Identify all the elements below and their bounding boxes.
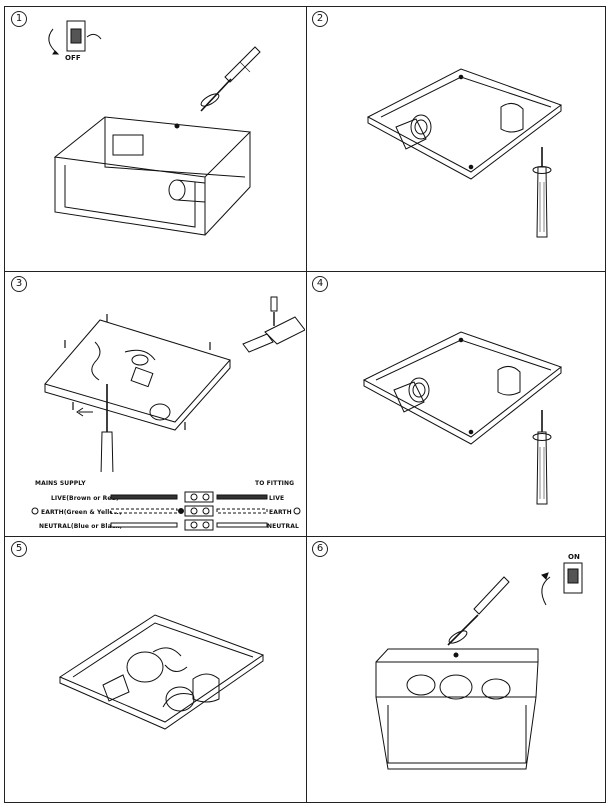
step-3-number: 3 <box>11 276 27 292</box>
base-plate <box>362 331 563 445</box>
step-4-panel: 4 <box>306 272 606 536</box>
rotate-arrow-icon <box>152 647 182 657</box>
step-4-illustration <box>362 331 563 505</box>
wiring-row-earth-left: EARTH(Green & Yellow) <box>41 509 123 516</box>
live-wire <box>110 494 178 500</box>
earth-symbol-icon <box>293 507 301 515</box>
screwdriver-icon <box>536 410 548 505</box>
turn-off-arrow-icon <box>48 28 58 54</box>
rotate-arrow-icon <box>532 166 552 174</box>
to-fitting-heading: TO FITTING <box>255 480 295 487</box>
rotate-arrow-icon <box>448 630 468 644</box>
wiring-row-neutral-right: NEUTRAL <box>267 523 299 530</box>
mains-supply-heading: MAINS SUPPLY <box>35 480 86 487</box>
panel-divider-vertical <box>306 7 307 802</box>
base-plate <box>58 614 265 730</box>
wiring-row-earth-right: EARTH <box>269 509 292 516</box>
lamp-holder-right <box>500 103 524 133</box>
on-label: ON <box>568 553 581 561</box>
ceiling-fixture <box>53 116 252 236</box>
screwdriver-icon <box>100 384 114 472</box>
arrow-icon <box>76 407 93 417</box>
panel-divider-horizontal-2 <box>5 536 605 537</box>
step-3-illustration <box>44 296 305 472</box>
earth-wire <box>110 508 178 514</box>
terminal-earth <box>184 505 214 517</box>
instruction-sheet: 1 <box>4 6 606 803</box>
terminal-live <box>184 491 214 503</box>
lamp-holder-left <box>395 114 432 150</box>
neutral-wire <box>110 522 178 528</box>
turn-on-arrow-icon <box>541 576 551 606</box>
wiring-row-neutral-left: NEUTRAL(Blue or Black) <box>39 523 123 530</box>
off-label: OFF <box>65 54 81 62</box>
lamp-holder-left <box>393 377 430 413</box>
lamp-holder-right <box>497 366 521 396</box>
terminal-neutral <box>184 519 214 531</box>
wiring-row-live-left: LIVE(Brown or Red) <box>51 495 119 502</box>
step-4-number: 4 <box>312 276 328 292</box>
screwdriver-icon <box>447 576 510 646</box>
rotate-arrow-icon <box>164 664 188 672</box>
wall-switch-icon <box>66 20 86 52</box>
earth-symbol-icon <box>31 507 39 515</box>
step-1-number: 1 <box>11 11 27 27</box>
panel-divider-horizontal-1 <box>5 271 605 272</box>
rotate-arrow-icon <box>532 433 552 441</box>
step-5-number: 5 <box>11 541 27 557</box>
step-5-illustration <box>58 614 265 730</box>
step-6-number: 6 <box>312 541 328 557</box>
light-bulb-left <box>102 651 164 702</box>
step-1-panel: 1 <box>5 7 305 271</box>
ceiling-fixture-with-bulbs <box>375 648 539 770</box>
screwdriver-icon <box>536 147 548 238</box>
light-bulb-right <box>162 673 220 712</box>
wall-switch-icon <box>563 562 583 594</box>
wiring-row-live-right: LIVE <box>269 495 285 502</box>
terminal-block-icon <box>242 296 305 353</box>
step-2-number: 2 <box>312 11 328 27</box>
step-3-panel: 3 <box>5 272 305 536</box>
step-6-illustration <box>375 562 583 770</box>
base-plate-wiring <box>44 319 231 431</box>
step-5-panel: 5 <box>5 537 305 802</box>
wiring-diagram <box>31 491 301 531</box>
screwdriver-icon <box>200 46 261 112</box>
step-6-panel: 6 <box>306 537 606 802</box>
step-2-panel: 2 <box>306 7 606 271</box>
step-2-illustration <box>366 68 563 238</box>
rotate-arrow-icon <box>200 93 220 107</box>
base-plate <box>366 68 563 180</box>
step-1-illustration <box>48 20 261 236</box>
